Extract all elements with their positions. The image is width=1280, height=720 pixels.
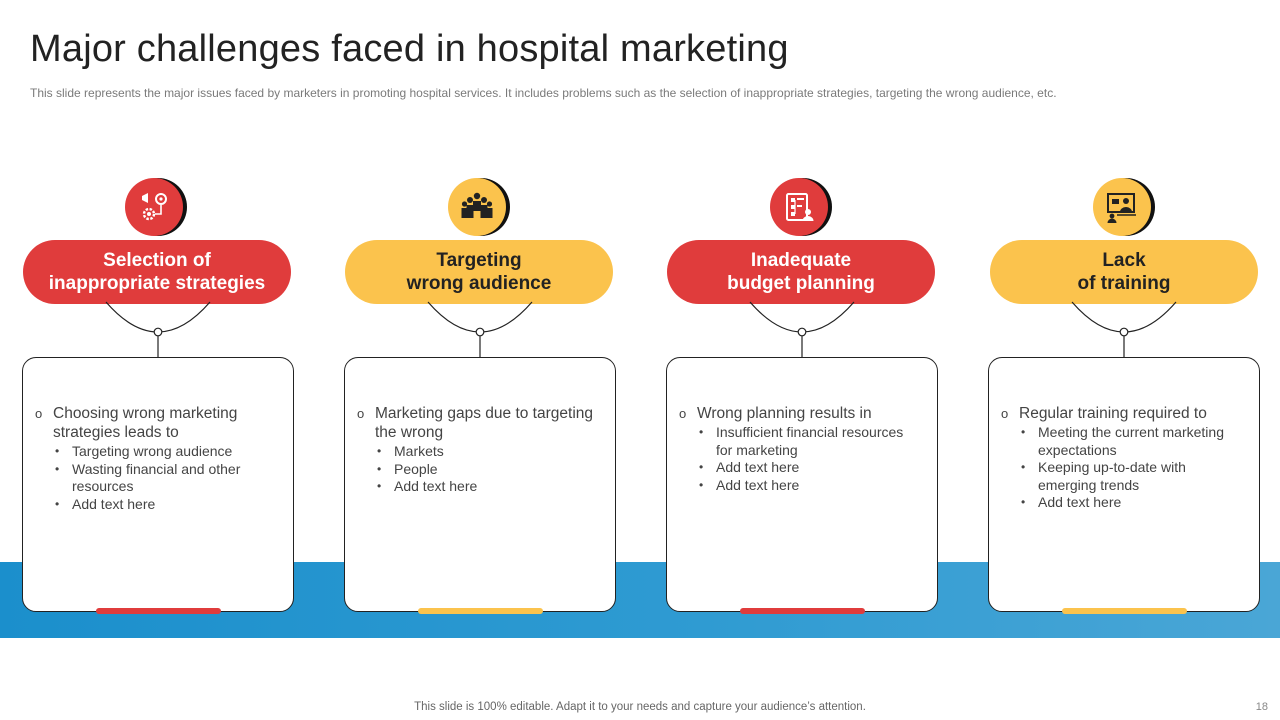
challenge-column-3: Inadequate budget planning Wrong plannin… xyxy=(666,0,938,720)
bullet-list: Insufficient financial resources for mar… xyxy=(697,424,923,494)
bullet-list: Targeting wrong audience Wasting financi… xyxy=(53,443,279,513)
challenge-column-1: Selection of inappropriate strategies Ch… xyxy=(22,0,294,720)
bullet-item: Markets xyxy=(375,443,601,461)
page-title: Major challenges faced in hospital marke… xyxy=(30,28,789,70)
bullet-item: Add text here xyxy=(1019,494,1245,512)
bullet-item: Insufficient financial resources for mar… xyxy=(697,424,923,459)
heading-pill-1: Selection of inappropriate strategies xyxy=(23,240,291,304)
card-accent-bar xyxy=(96,608,221,614)
heading-line: Inadequate xyxy=(750,250,852,271)
heading-pill-3: Inadequate budget planning xyxy=(667,240,935,304)
card-intro: Wrong planning results in xyxy=(679,404,923,423)
page-subtitle: This slide represents the major issues f… xyxy=(30,86,1057,100)
heading-pill-2: Targeting wrong audience xyxy=(345,240,613,304)
page-number: 18 xyxy=(1255,701,1268,713)
challenge-card-3: Wrong planning results in Insufficient f… xyxy=(666,357,938,614)
heading-line: inappropriate strategies xyxy=(48,273,266,294)
bullet-item: Add text here xyxy=(53,496,279,514)
footer-note: This slide is 100% editable. Adapt it to… xyxy=(414,701,866,713)
connector-line xyxy=(105,301,211,357)
challenge-column-4: Lack of training Regular training requir… xyxy=(988,0,1260,720)
bullet-item: Meeting the current marketing expectatio… xyxy=(1019,424,1245,459)
connector-line xyxy=(427,301,533,357)
card-accent-bar xyxy=(740,608,865,614)
card-intro: Marketing gaps due to targeting the wron… xyxy=(357,404,601,442)
strategy-gear-icon xyxy=(125,178,189,238)
card-intro: Regular training required to xyxy=(1001,404,1245,423)
bullet-item: Add text here xyxy=(375,478,601,496)
heading-line: of training xyxy=(1077,273,1171,294)
bullet-item: People xyxy=(375,461,601,479)
challenge-card-1: Choosing wrong marketing strategies lead… xyxy=(22,357,294,614)
heading-line: Targeting xyxy=(436,250,522,271)
challenge-card-4: Regular training required to Meeting the… xyxy=(988,357,1260,614)
challenge-column-2: Targeting wrong audience Marketing gaps … xyxy=(344,0,616,720)
heading-line: Selection of xyxy=(103,250,211,271)
challenge-card-2: Marketing gaps due to targeting the wron… xyxy=(344,357,616,614)
card-accent-bar xyxy=(418,608,543,614)
bullet-list: Markets People Add text here xyxy=(375,443,601,496)
bullet-item: Add text here xyxy=(697,459,923,477)
heading-line: Lack xyxy=(1102,250,1146,271)
budget-plan-icon xyxy=(770,178,834,238)
bullet-item: Add text here xyxy=(697,477,923,495)
card-intro: Choosing wrong marketing strategies lead… xyxy=(35,404,279,442)
bullet-list: Meeting the current marketing expectatio… xyxy=(1019,424,1245,512)
training-presentation-icon xyxy=(1093,178,1157,238)
bullet-item: Wasting financial and other resources xyxy=(53,461,279,496)
heading-line: budget planning xyxy=(727,273,875,294)
connector-line xyxy=(749,301,855,357)
bullet-item: Targeting wrong audience xyxy=(53,443,279,461)
heading-pill-4: Lack of training xyxy=(990,240,1258,304)
heading-line: wrong audience xyxy=(406,273,552,294)
card-accent-bar xyxy=(1062,608,1187,614)
audience-group-icon xyxy=(448,178,512,238)
connector-line xyxy=(1071,301,1177,357)
bullet-item: Keeping up-to-date with emerging trends xyxy=(1019,459,1245,494)
